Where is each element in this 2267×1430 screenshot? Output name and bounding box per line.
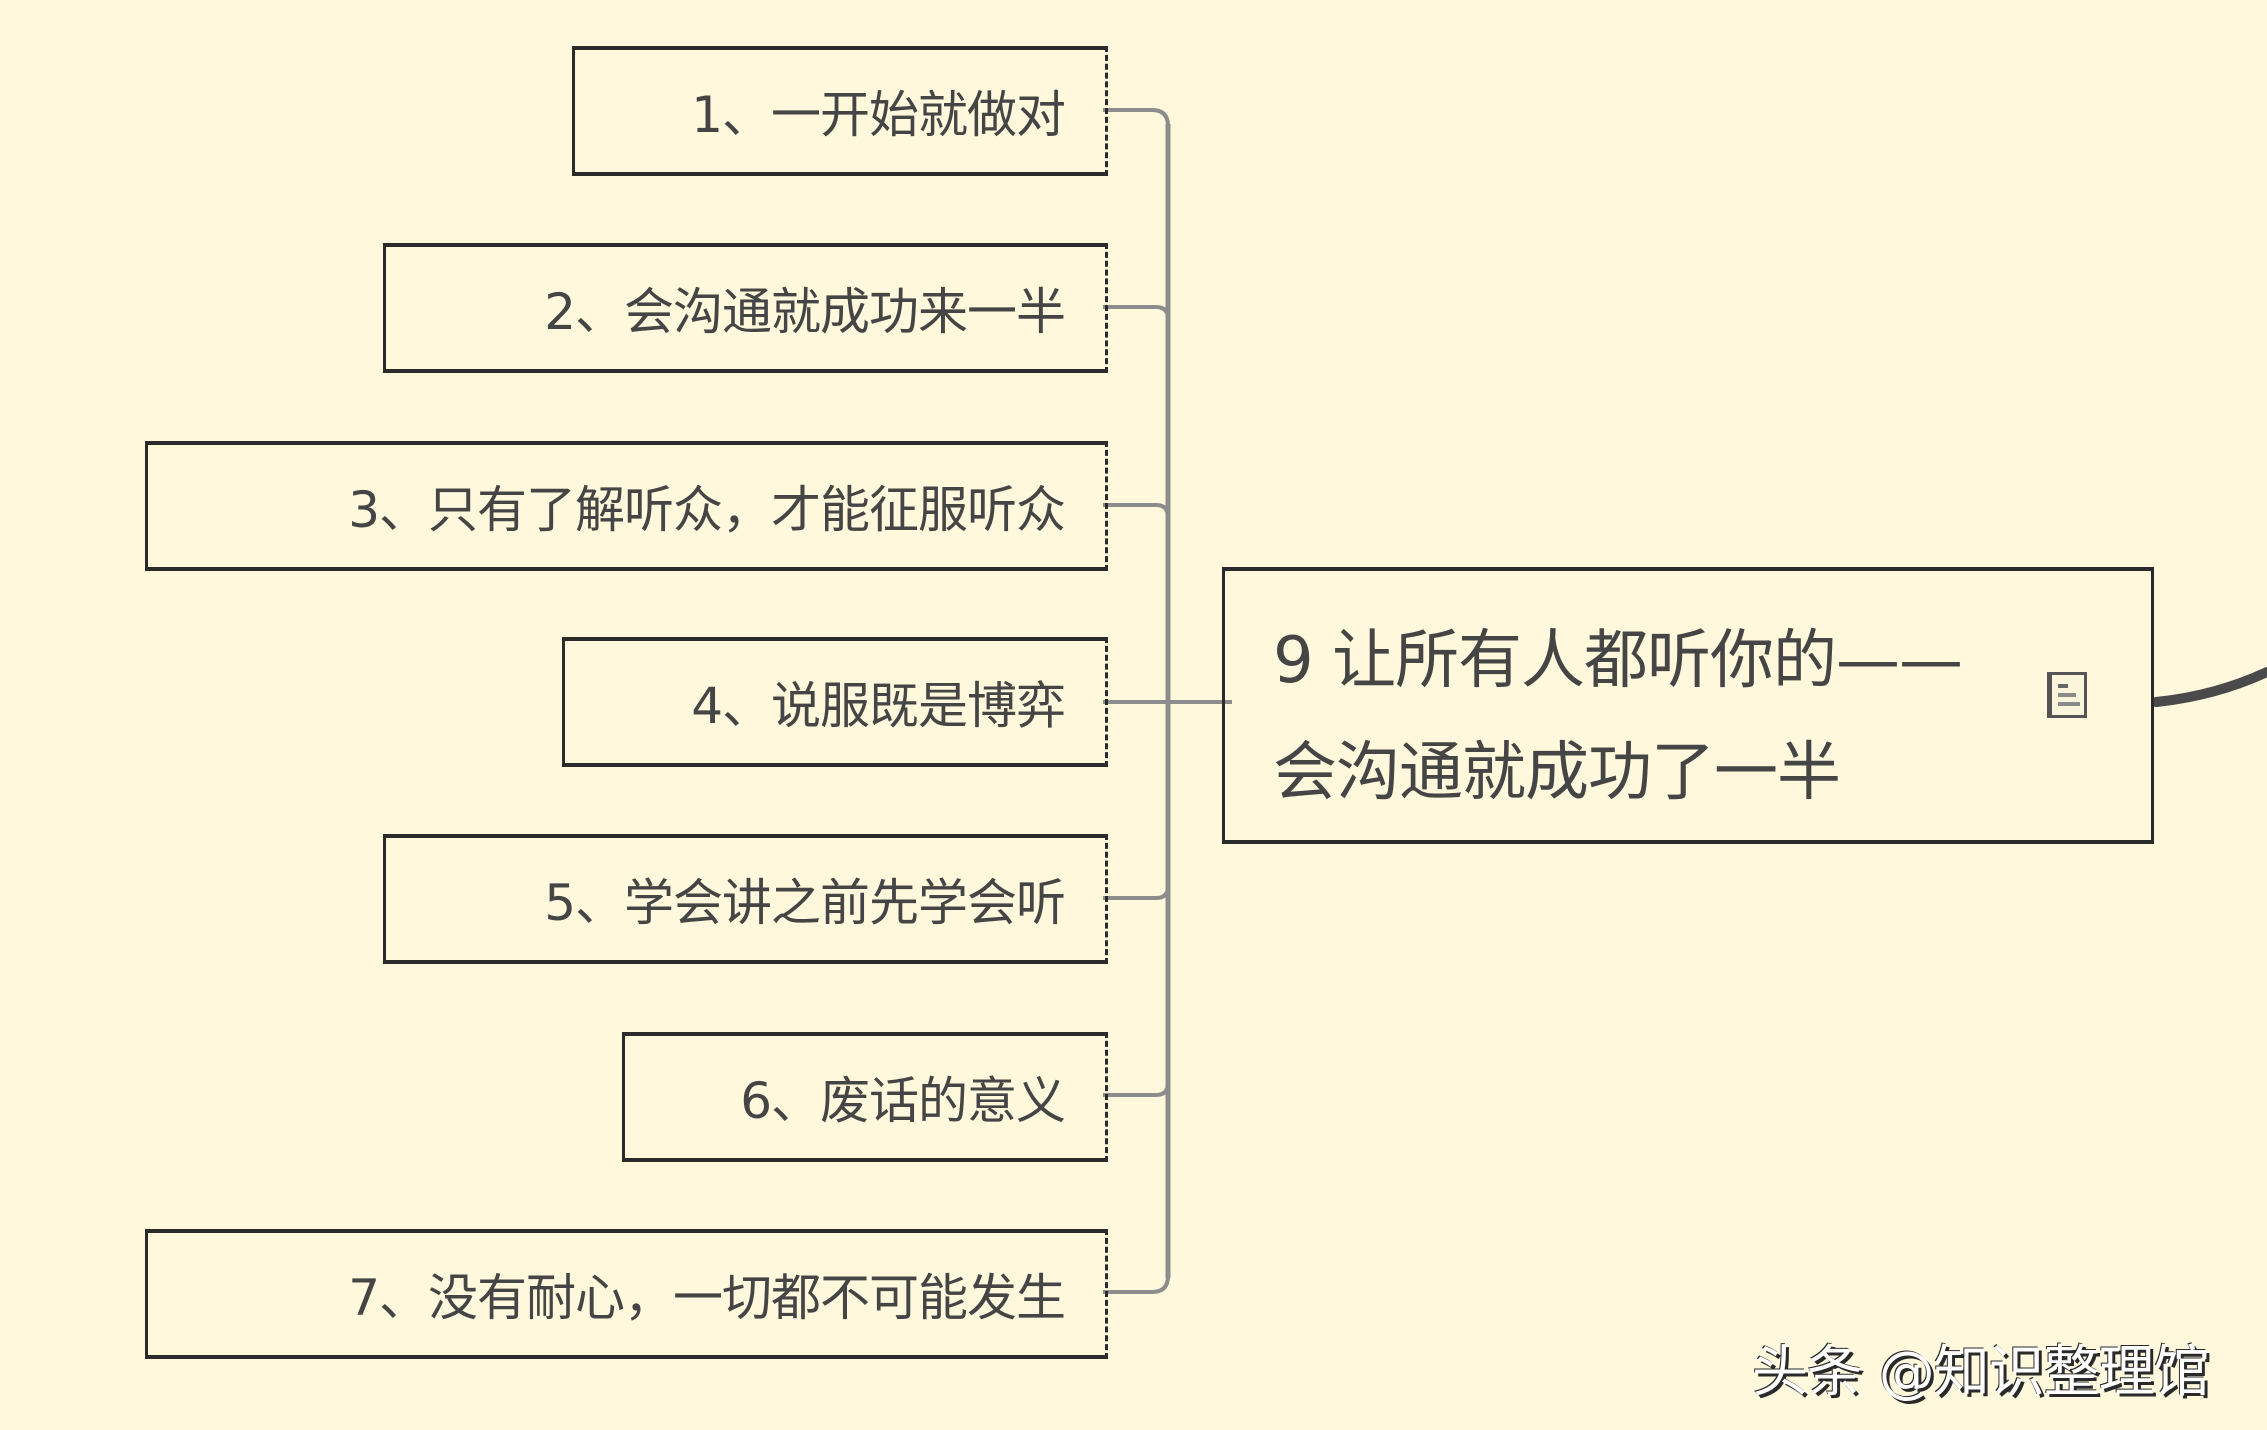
node-label: 5、学会讲之前先学会听 [544,874,1066,932]
mindmap-root-node[interactable]: 9 让所有人都听你的—— 会沟通就成功了一半 [1222,567,2154,844]
node-label: 2、会沟通就成功来一半 [544,283,1066,341]
watermark: 头条 @知识整理馆 [1752,1340,2210,1405]
node-label: 4、说服既是博弈 [691,677,1066,735]
root-title-line-1: 9 让所有人都听你的—— [1273,624,1963,698]
note-icon[interactable] [2047,672,2087,718]
mindmap-node-4[interactable]: 4、说服既是博弈 [562,637,1108,767]
node-label: 7、没有耐心，一切都不可能发生 [348,1269,1066,1327]
mindmap-node-5[interactable]: 5、学会讲之前先学会听 [383,834,1108,964]
node-label: 1、一开始就做对 [691,86,1066,144]
mindmap-node-7[interactable]: 7、没有耐心，一切都不可能发生 [145,1229,1108,1359]
mindmap-node-3[interactable]: 3、只有了解听众，才能征服听众 [145,441,1108,571]
mindmap-node-2[interactable]: 2、会沟通就成功来一半 [383,243,1108,373]
node-label: 6、废话的意义 [740,1072,1066,1130]
mindmap-node-1[interactable]: 1、一开始就做对 [572,46,1108,176]
node-label: 3、只有了解听众，才能征服听众 [348,481,1066,539]
mindmap-node-6[interactable]: 6、废话的意义 [622,1032,1108,1162]
root-title-line-2: 会沟通就成功了一半 [1273,736,1841,810]
